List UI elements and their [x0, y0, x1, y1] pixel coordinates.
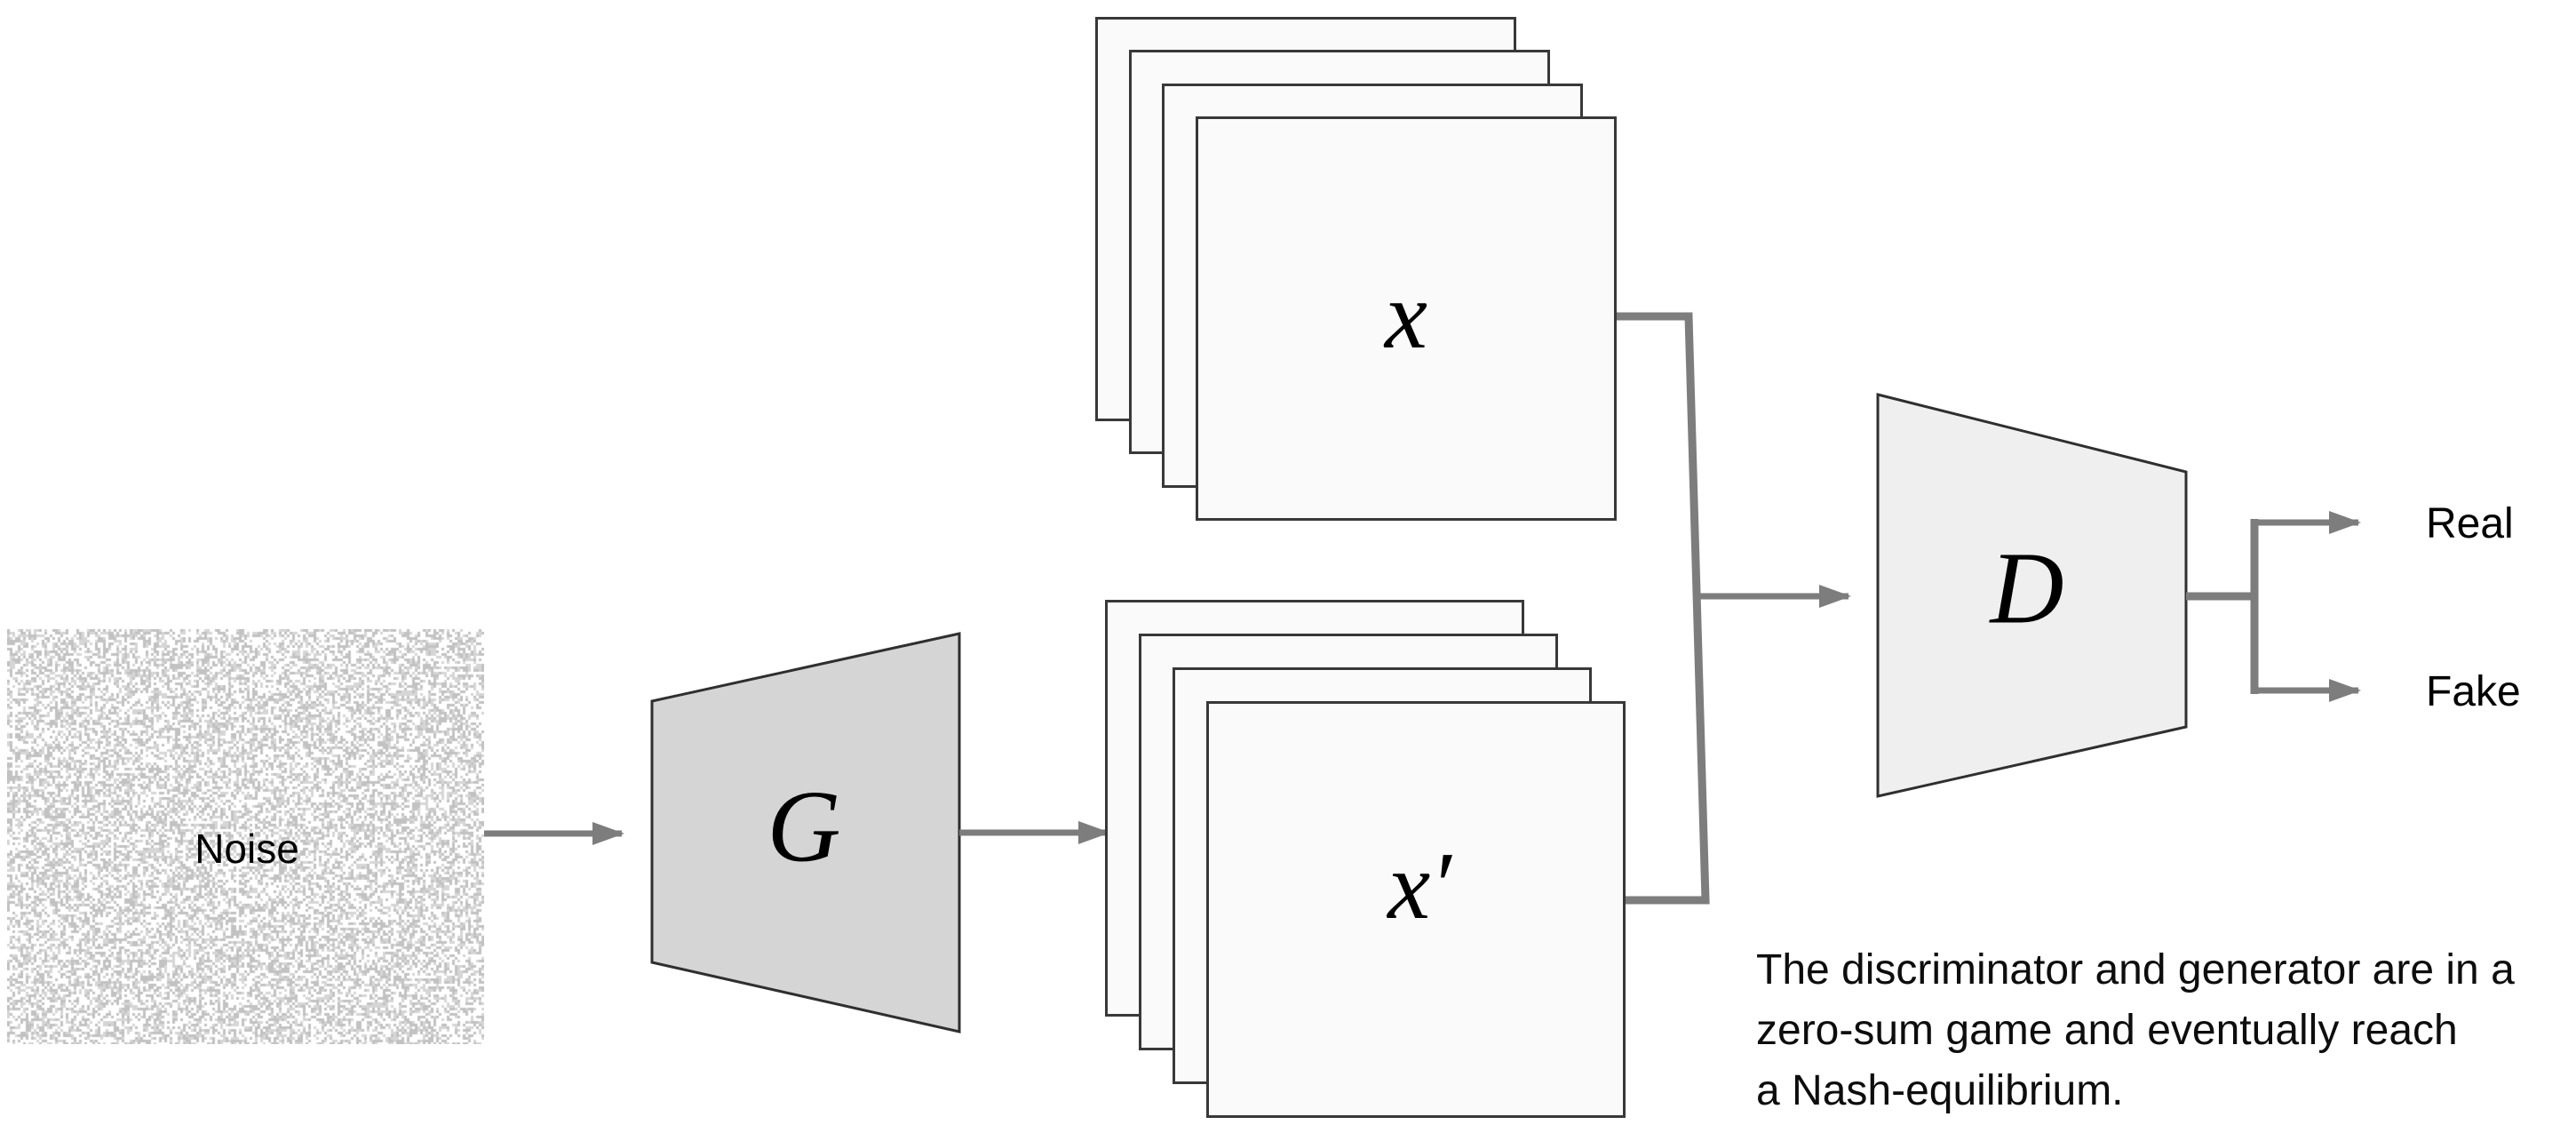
noise-label: Noise — [195, 826, 299, 872]
caption-line: a Nash-equilibrium. — [1756, 1067, 2124, 1114]
merge-bracket — [1617, 312, 1710, 905]
caption-text: The discriminator and generator are in a… — [1756, 940, 2576, 1121]
stack-layer — [1206, 701, 1626, 1118]
generated-batch-label: x′ — [1387, 834, 1451, 939]
real-output-label: Real — [2426, 500, 2514, 547]
generator-label: G — [767, 770, 841, 883]
real-batch-label: x — [1385, 263, 1427, 369]
noise-image — [7, 629, 484, 1044]
caption-line: zero-sum game and eventually reach — [1756, 1007, 2458, 1054]
discriminator-label: D — [1990, 531, 2064, 645]
fake-output-label: Fake — [2426, 668, 2521, 715]
generator-shape — [650, 632, 961, 1033]
caption-line: The discriminator and generator are in a — [1756, 946, 2515, 993]
stack-layer — [1196, 116, 1617, 521]
discriminator-shape — [1876, 393, 2188, 798]
